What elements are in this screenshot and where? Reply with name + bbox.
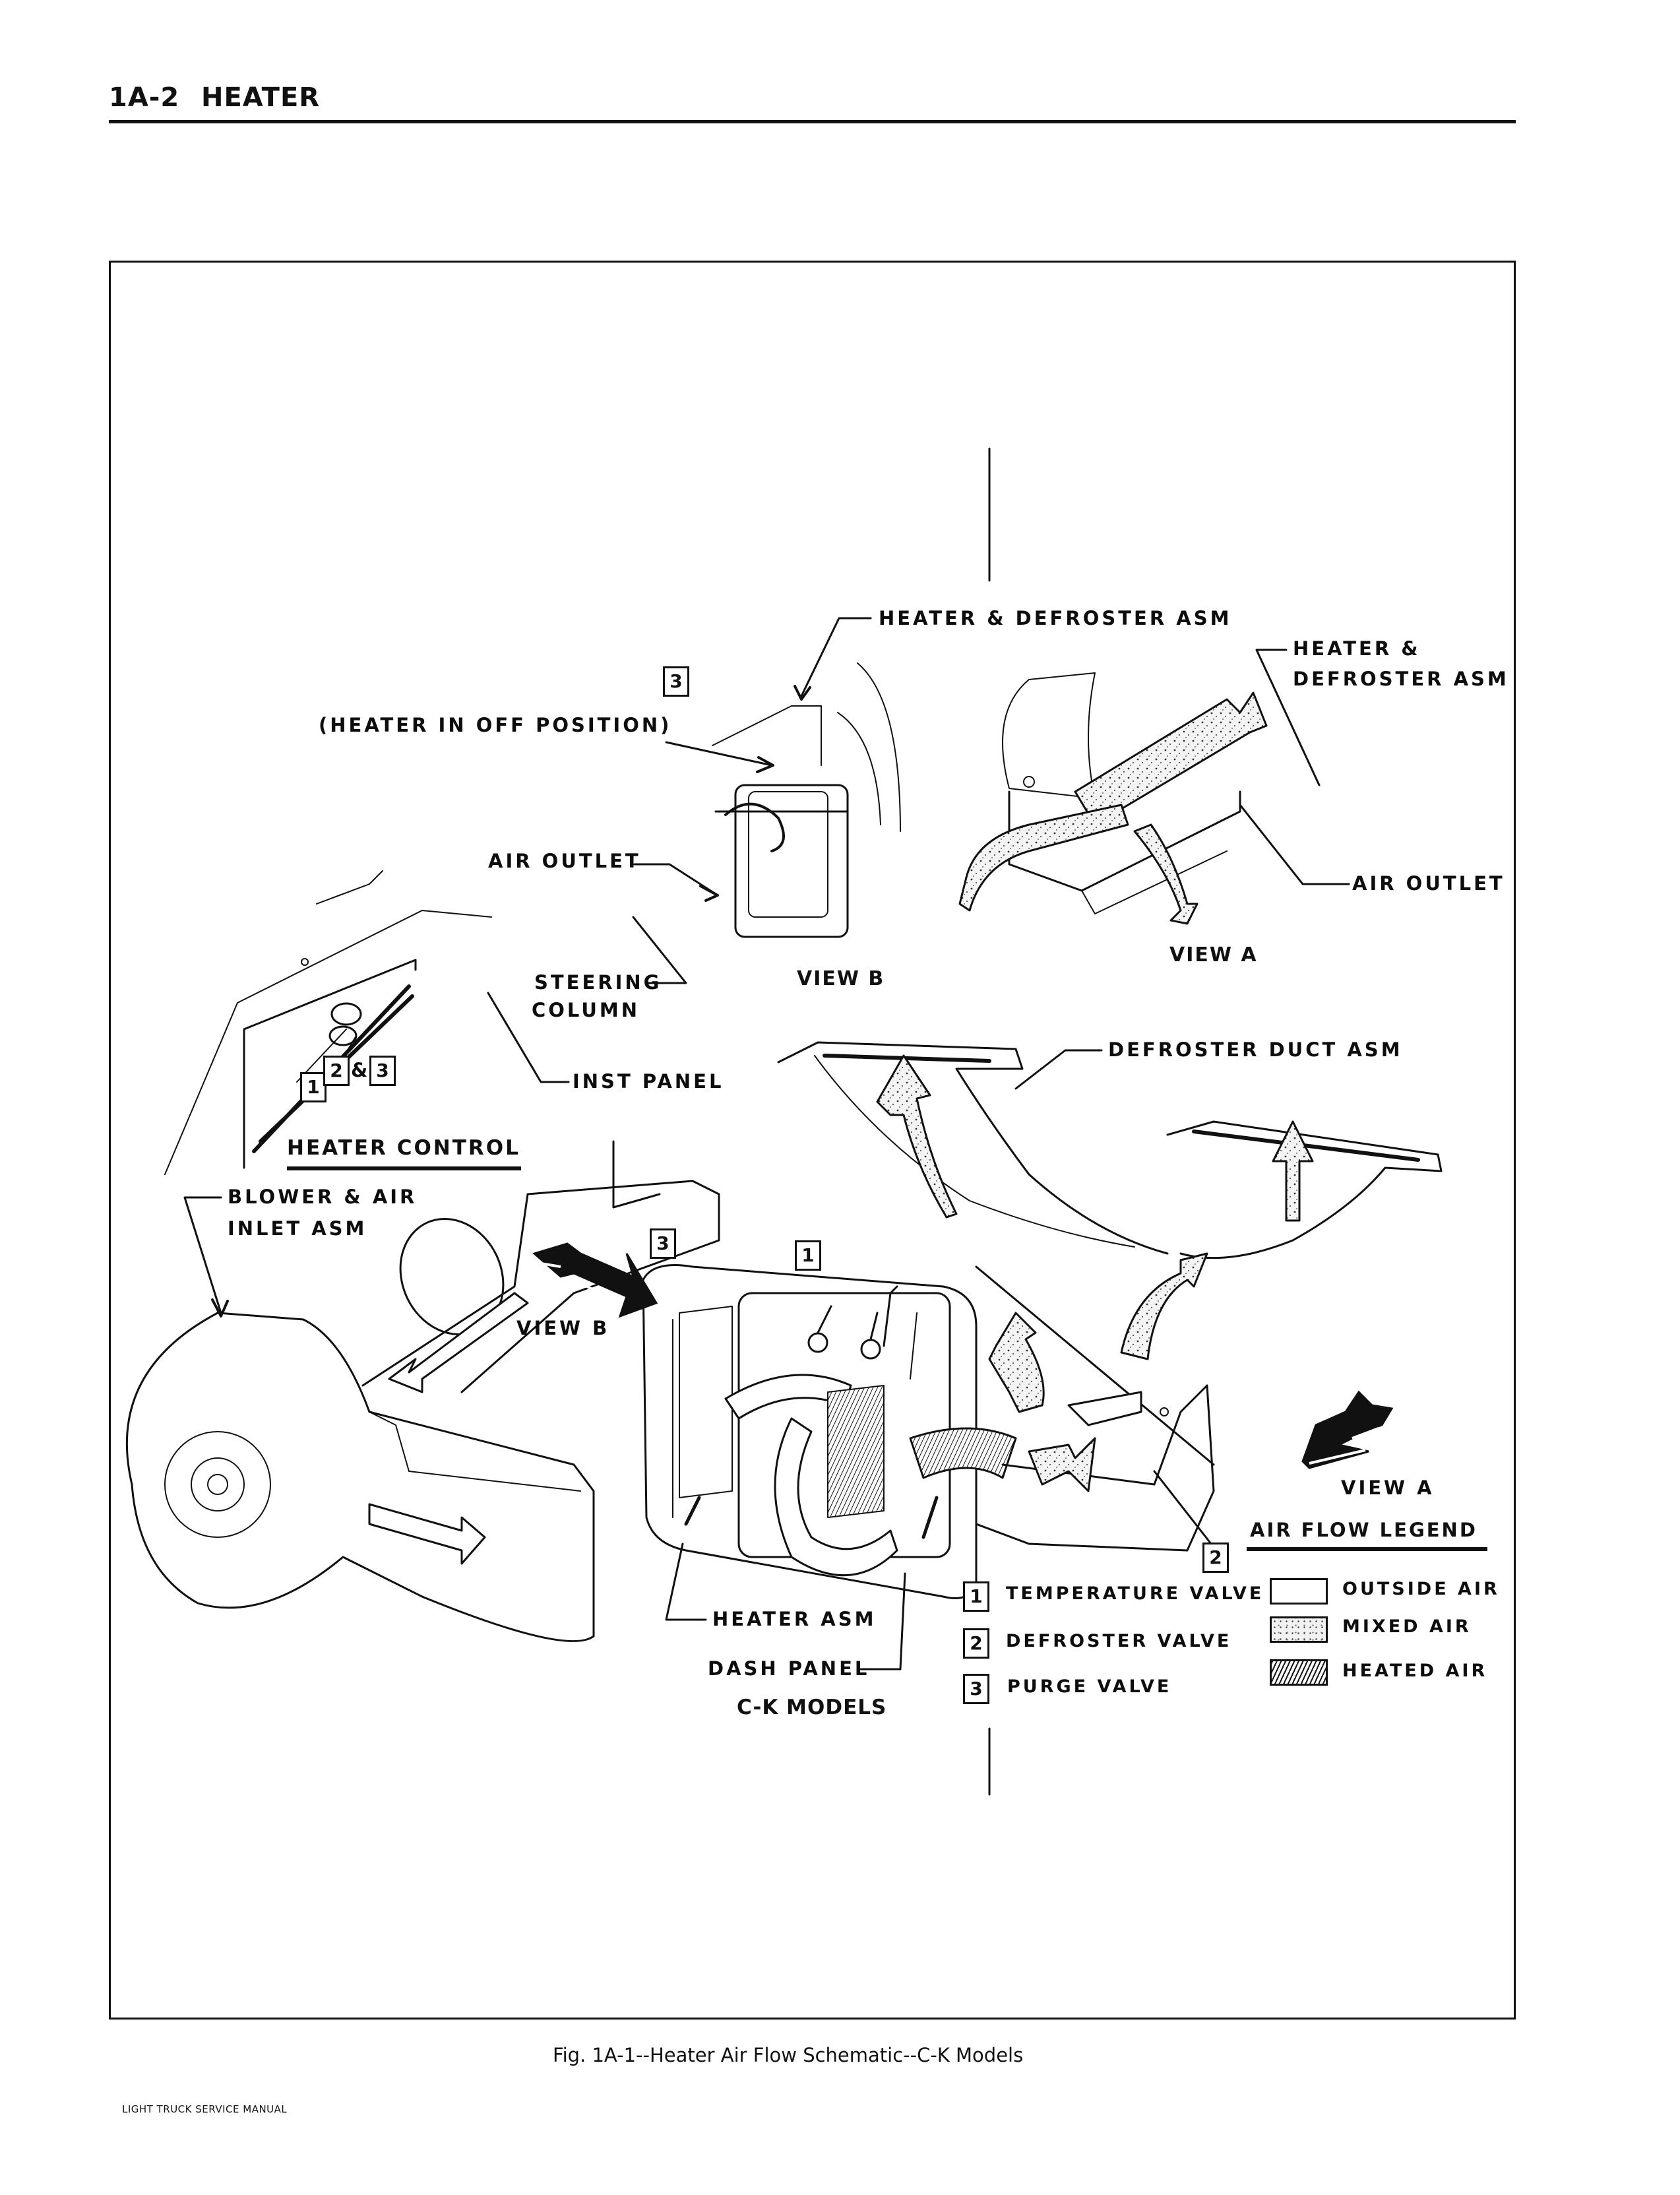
label-models: C-K MODELS: [737, 1696, 887, 1719]
valve-legend-label: DEFROSTER VALVE: [1006, 1631, 1232, 1651]
label-defroster-duct-asm: DEFROSTER DUCT ASM: [1108, 1038, 1403, 1061]
valve-legend-label: PURGE VALVE: [1007, 1676, 1172, 1697]
callout-1-control: 1: [300, 1072, 327, 1102]
label-blower-air-inlet-2: INLET ASM: [228, 1217, 367, 1240]
callout-ampersand: &: [351, 1059, 368, 1081]
callout-2-outlet: 2: [1202, 1543, 1229, 1573]
header-rule: [109, 120, 1516, 123]
page-number: 1A-2: [109, 82, 180, 113]
label-view-a-arrow: VIEW A: [1341, 1477, 1435, 1499]
section-title: HEATER: [201, 82, 321, 113]
label-view-b-top: VIEW B: [797, 967, 885, 990]
callout-2-control: 2: [323, 1056, 350, 1086]
figure-caption: Fig. 1A-1--Heater Air Flow Schematic--C-…: [553, 2044, 1024, 2066]
valve-legend-number: 2: [963, 1628, 989, 1659]
label-steering-column-2: COLUMN: [532, 999, 640, 1021]
label-heater-defroster-asm-top: HEATER & DEFROSTER ASM: [879, 607, 1232, 629]
label-heater-defroster-asm-right-2: DEFROSTER ASM: [1293, 668, 1509, 690]
air-flow-legend-label: OUTSIDE AIR: [1342, 1579, 1500, 1599]
heated-air-swatch: [1270, 1659, 1328, 1686]
callout-3-view-b: 3: [663, 666, 689, 697]
callout-1-heater: 1: [795, 1240, 821, 1271]
label-heater-off-position: (HEATER IN OFF POSITION): [319, 714, 672, 736]
label-steering-column-1: STEERING: [534, 971, 662, 994]
label-inst-panel: INST PANEL: [573, 1070, 724, 1093]
label-heater-asm: HEATER ASM: [712, 1608, 877, 1630]
label-air-outlet-left: AIR OUTLET: [488, 850, 641, 872]
label-view-b-arrow: VIEW B: [516, 1317, 610, 1339]
figure-frame: [109, 261, 1516, 2020]
label-dash-panel: DASH PANEL: [708, 1657, 870, 1680]
callout-3-control: 3: [369, 1056, 396, 1086]
outside-air-swatch: [1270, 1578, 1328, 1605]
valve-legend-number: 1: [963, 1581, 989, 1612]
callout-3-heater: 3: [650, 1228, 676, 1259]
air-flow-legend-title: AIR FLOW LEGEND: [1250, 1519, 1478, 1541]
valve-legend-label: TEMPERATURE VALVE: [1006, 1583, 1264, 1604]
air-flow-legend-label: MIXED AIR: [1342, 1616, 1472, 1637]
label-air-outlet-right: AIR OUTLET: [1352, 872, 1505, 895]
label-blower-air-inlet-1: BLOWER & AIR: [228, 1186, 418, 1208]
mixed-air-swatch: [1270, 1616, 1328, 1643]
valve-legend-number: 3: [963, 1674, 989, 1704]
label-view-a-top: VIEW A: [1169, 943, 1258, 967]
label-heater-control: HEATER CONTROL: [287, 1136, 520, 1160]
air-flow-legend-label: HEATED AIR: [1342, 1661, 1488, 1681]
manual-footer: LIGHT TRUCK SERVICE MANUAL: [122, 2103, 288, 2115]
label-heater-defroster-asm-right-1: HEATER &: [1293, 637, 1421, 660]
